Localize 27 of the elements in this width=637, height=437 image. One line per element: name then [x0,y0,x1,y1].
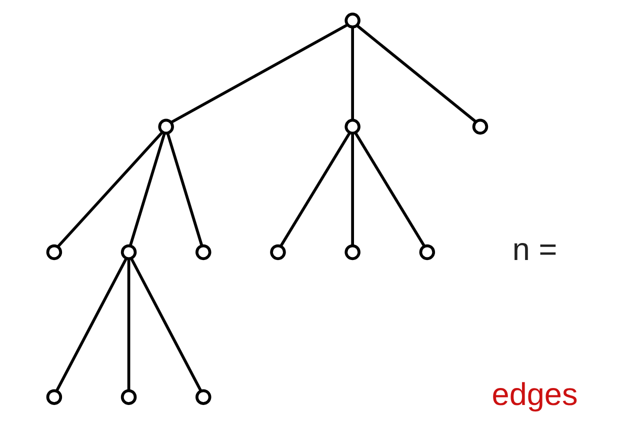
connector [356,24,477,123]
node-circle [46,389,62,405]
node-circle [196,389,212,405]
node-circle [158,118,174,135]
node-circle [120,244,137,260]
node-circle [270,244,286,260]
node-circle [46,244,62,260]
connector [166,132,204,246]
label: edges [492,376,578,412]
connector [354,132,426,247]
connector [280,132,351,247]
node-circle [344,12,360,28]
node-circle [472,118,488,135]
connector [56,131,164,248]
connector [128,132,166,246]
connector [130,258,202,392]
node-circle [419,244,436,260]
connector [127,259,130,390]
connector [351,28,354,120]
connector [351,133,354,246]
node-circle [344,244,360,260]
label: n = [512,231,558,268]
connector [170,23,348,124]
node-circle [120,389,137,405]
connector [56,258,128,392]
node-circle [344,118,360,135]
node-circle [196,244,212,260]
